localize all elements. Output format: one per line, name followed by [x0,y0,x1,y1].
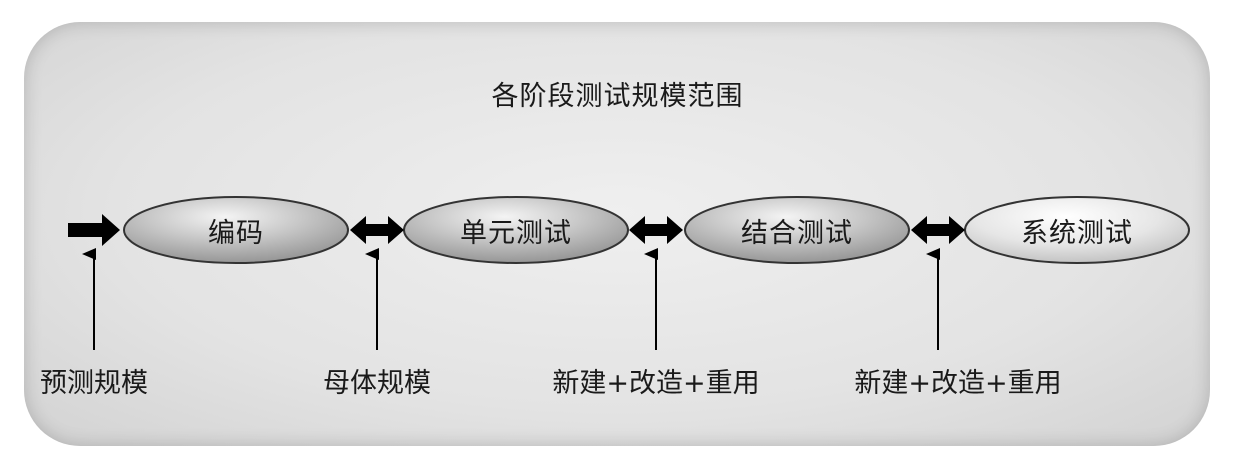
bottom-label-parent-scale: 母体规模 [323,367,431,399]
double-arrow-2 [629,216,683,244]
stage-system-test: 系统测试 [965,198,1189,262]
stage-coding: 编码 [124,198,348,262]
stage-integration-test: 结合测试 [685,198,909,262]
bottom-label-new-modify-reuse-2: 新建+改造+重用 [854,367,1062,399]
bottom-label-new-modify-reuse-1: 新建+改造+重用 [552,367,760,399]
stage-unit-test: 单元测试 [404,198,628,262]
start-arrow [68,214,120,246]
bottom-label-forecast-scale: 预测规模 [40,367,148,399]
stage-label: 结合测试 [741,217,853,249]
stage-ellipse-coding [123,196,349,264]
diagram-title: 各阶段测试规模范围 [491,81,744,112]
double-arrow-1 [350,216,404,244]
stage-label: 系统测试 [1021,217,1133,249]
stage-label: 编码 [208,217,264,249]
double-arrow-3 [911,216,965,244]
stage-ellipse-integration-test [684,196,910,264]
stage-label: 单元测试 [460,217,572,249]
